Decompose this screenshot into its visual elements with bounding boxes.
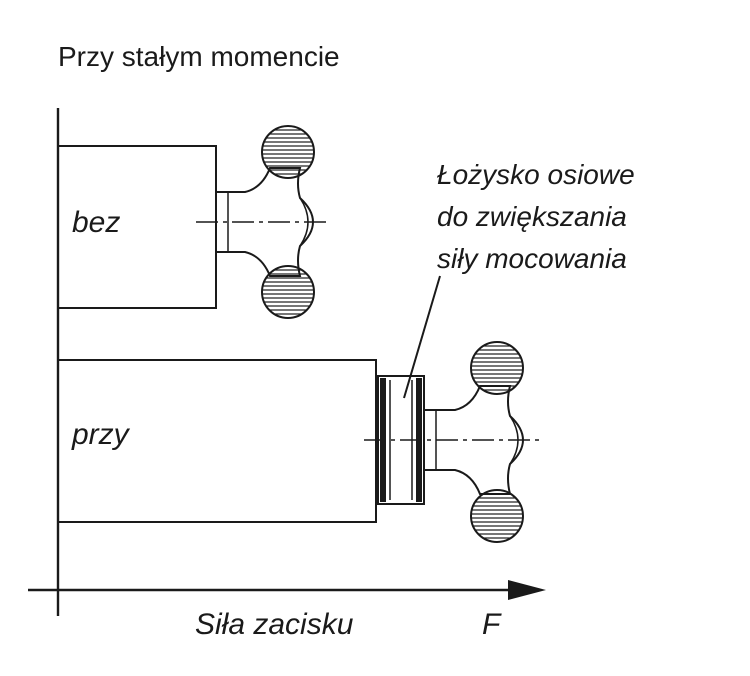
bearing-annotation-line-3: siły mocowania [437,243,627,274]
axis-arrow-icon [508,580,546,600]
bar-without-label: bez [72,206,120,239]
bar-with-label: przy [71,418,131,451]
bearing-annotation-line-2: do zwiększania [437,201,627,232]
bearing-annotation-line-1: Łożysko osiowe [437,159,635,190]
wing-knob-icon [364,341,540,543]
axis-symbol: F [482,608,502,641]
bar-with-bearing [57,359,377,523]
diagram-title: Przy stałym momencie [58,41,340,72]
wing-knob-icon [196,125,330,319]
axis-label: Siła zacisku [195,608,354,641]
leader-line [403,275,441,399]
